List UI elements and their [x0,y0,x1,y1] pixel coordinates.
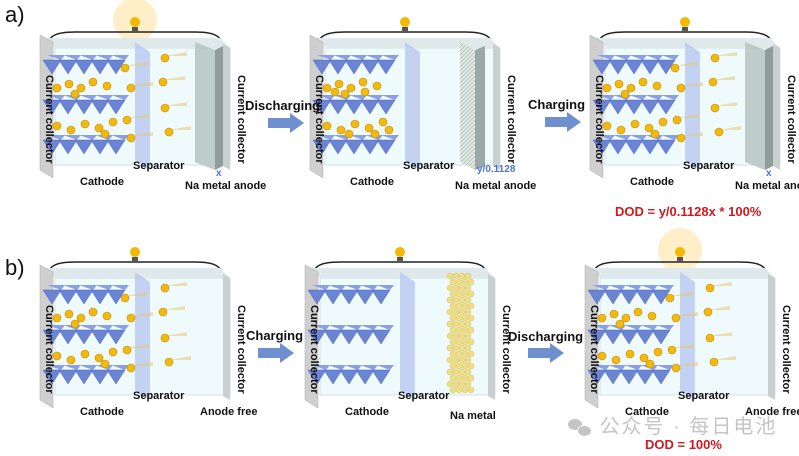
left-collector-label: Current collector [588,305,600,394]
cathode-label: Cathode [80,176,124,188]
panel-label-a: a) [5,2,25,27]
separator [135,272,150,400]
cathode-layer [42,285,129,305]
thickness-label: y/0.1128 [477,164,516,175]
cathode-layer [592,55,679,75]
cathode-layer [42,55,129,75]
light-bulb-icon [130,247,140,261]
cathode-layer [312,55,399,75]
cathode-layer [587,285,674,305]
left-collector-label: Current collector [313,75,325,164]
right-current-collector [488,274,495,400]
separator-label: Separator [683,160,735,172]
light-bulb-icon [400,17,410,31]
watermark: 公众号 · 每日电池 [568,410,777,439]
cathode-layer [592,135,679,155]
anode-label: Na metal [450,410,496,422]
left-collector-label: Current collector [308,305,320,394]
anode [460,42,475,170]
arrow-icon [528,343,564,368]
right-current-collector [768,274,775,400]
separator-label: Separator [398,390,450,402]
separator-label: Separator [133,390,185,402]
right-collector-label: Current collector [235,305,247,394]
light-bulb-icon [395,247,405,261]
right-collector-label: Current collector [780,305,792,394]
cathode-layer [587,325,674,345]
separator-label: Separator [678,390,730,402]
left-collector-label: Current collector [593,75,605,164]
separator-label: Separator [403,160,455,172]
anode-label: Na metal anode [735,180,799,192]
cathode-label: Cathode [625,406,669,418]
panel-label-b: b) [5,255,25,280]
light-bulb-icon [130,17,140,31]
watermark-text: 公众号 · 每日电池 [599,416,778,438]
cathode-label: Cathode [80,406,124,418]
arrow-icon [268,113,304,138]
anode-label: Anode free [745,406,799,418]
cathode-label: Cathode [345,406,389,418]
separator [135,42,150,170]
anode-label: Na metal anode [185,180,267,192]
anode [745,42,765,170]
separator [405,42,420,170]
anode [195,42,215,170]
right-collector-label: Current collector [785,75,797,164]
left-collector-label: Current collector [43,305,55,394]
light-bulb-icon [675,247,685,261]
right-collector-label: Current collector [235,75,247,164]
right-current-collector [493,44,500,170]
arrow-label-discharging-a: Discharging [245,98,321,113]
wechat-icon [568,418,592,437]
cathode-layer [592,95,679,115]
cathode-layer [312,135,399,155]
arrow-icon [258,343,294,368]
anode-label: Anode free [200,406,258,418]
right-current-collector [223,274,230,400]
arrow-label-charging-a: Charging [528,97,586,112]
right-collector-label: Current collector [500,305,512,394]
separator [400,272,415,400]
separator [680,272,695,400]
cathode-layer [42,325,129,345]
cathode-layer [307,325,394,345]
arrow-label-discharging-b: Discharging [508,329,584,344]
right-current-collector [773,44,780,170]
right-collector-label: Current collector [505,75,517,164]
left-collector-label: Current collector [43,75,55,164]
cathode-label: Cathode [350,176,394,188]
thickness-label: x [766,168,772,179]
cathode-layer [307,365,394,385]
right-current-collector [223,44,230,170]
cathode-layer [307,285,394,305]
cathode-layer [312,95,399,115]
light-bulb-icon [680,17,690,31]
cathode-label: Cathode [630,176,674,188]
separator [685,42,700,170]
anode-label: Na metal anode [455,180,537,192]
separator-label: Separator [133,160,185,172]
arrow-label-charging-b: Charging [246,328,304,343]
arrow-icon [545,112,581,137]
dod-formula-a: DOD = y/0.1128x * 100% [615,204,762,219]
thickness-label: x [216,168,222,179]
cathode-layer [587,365,674,385]
dod-formula-b: DOD = 100% [645,437,722,452]
